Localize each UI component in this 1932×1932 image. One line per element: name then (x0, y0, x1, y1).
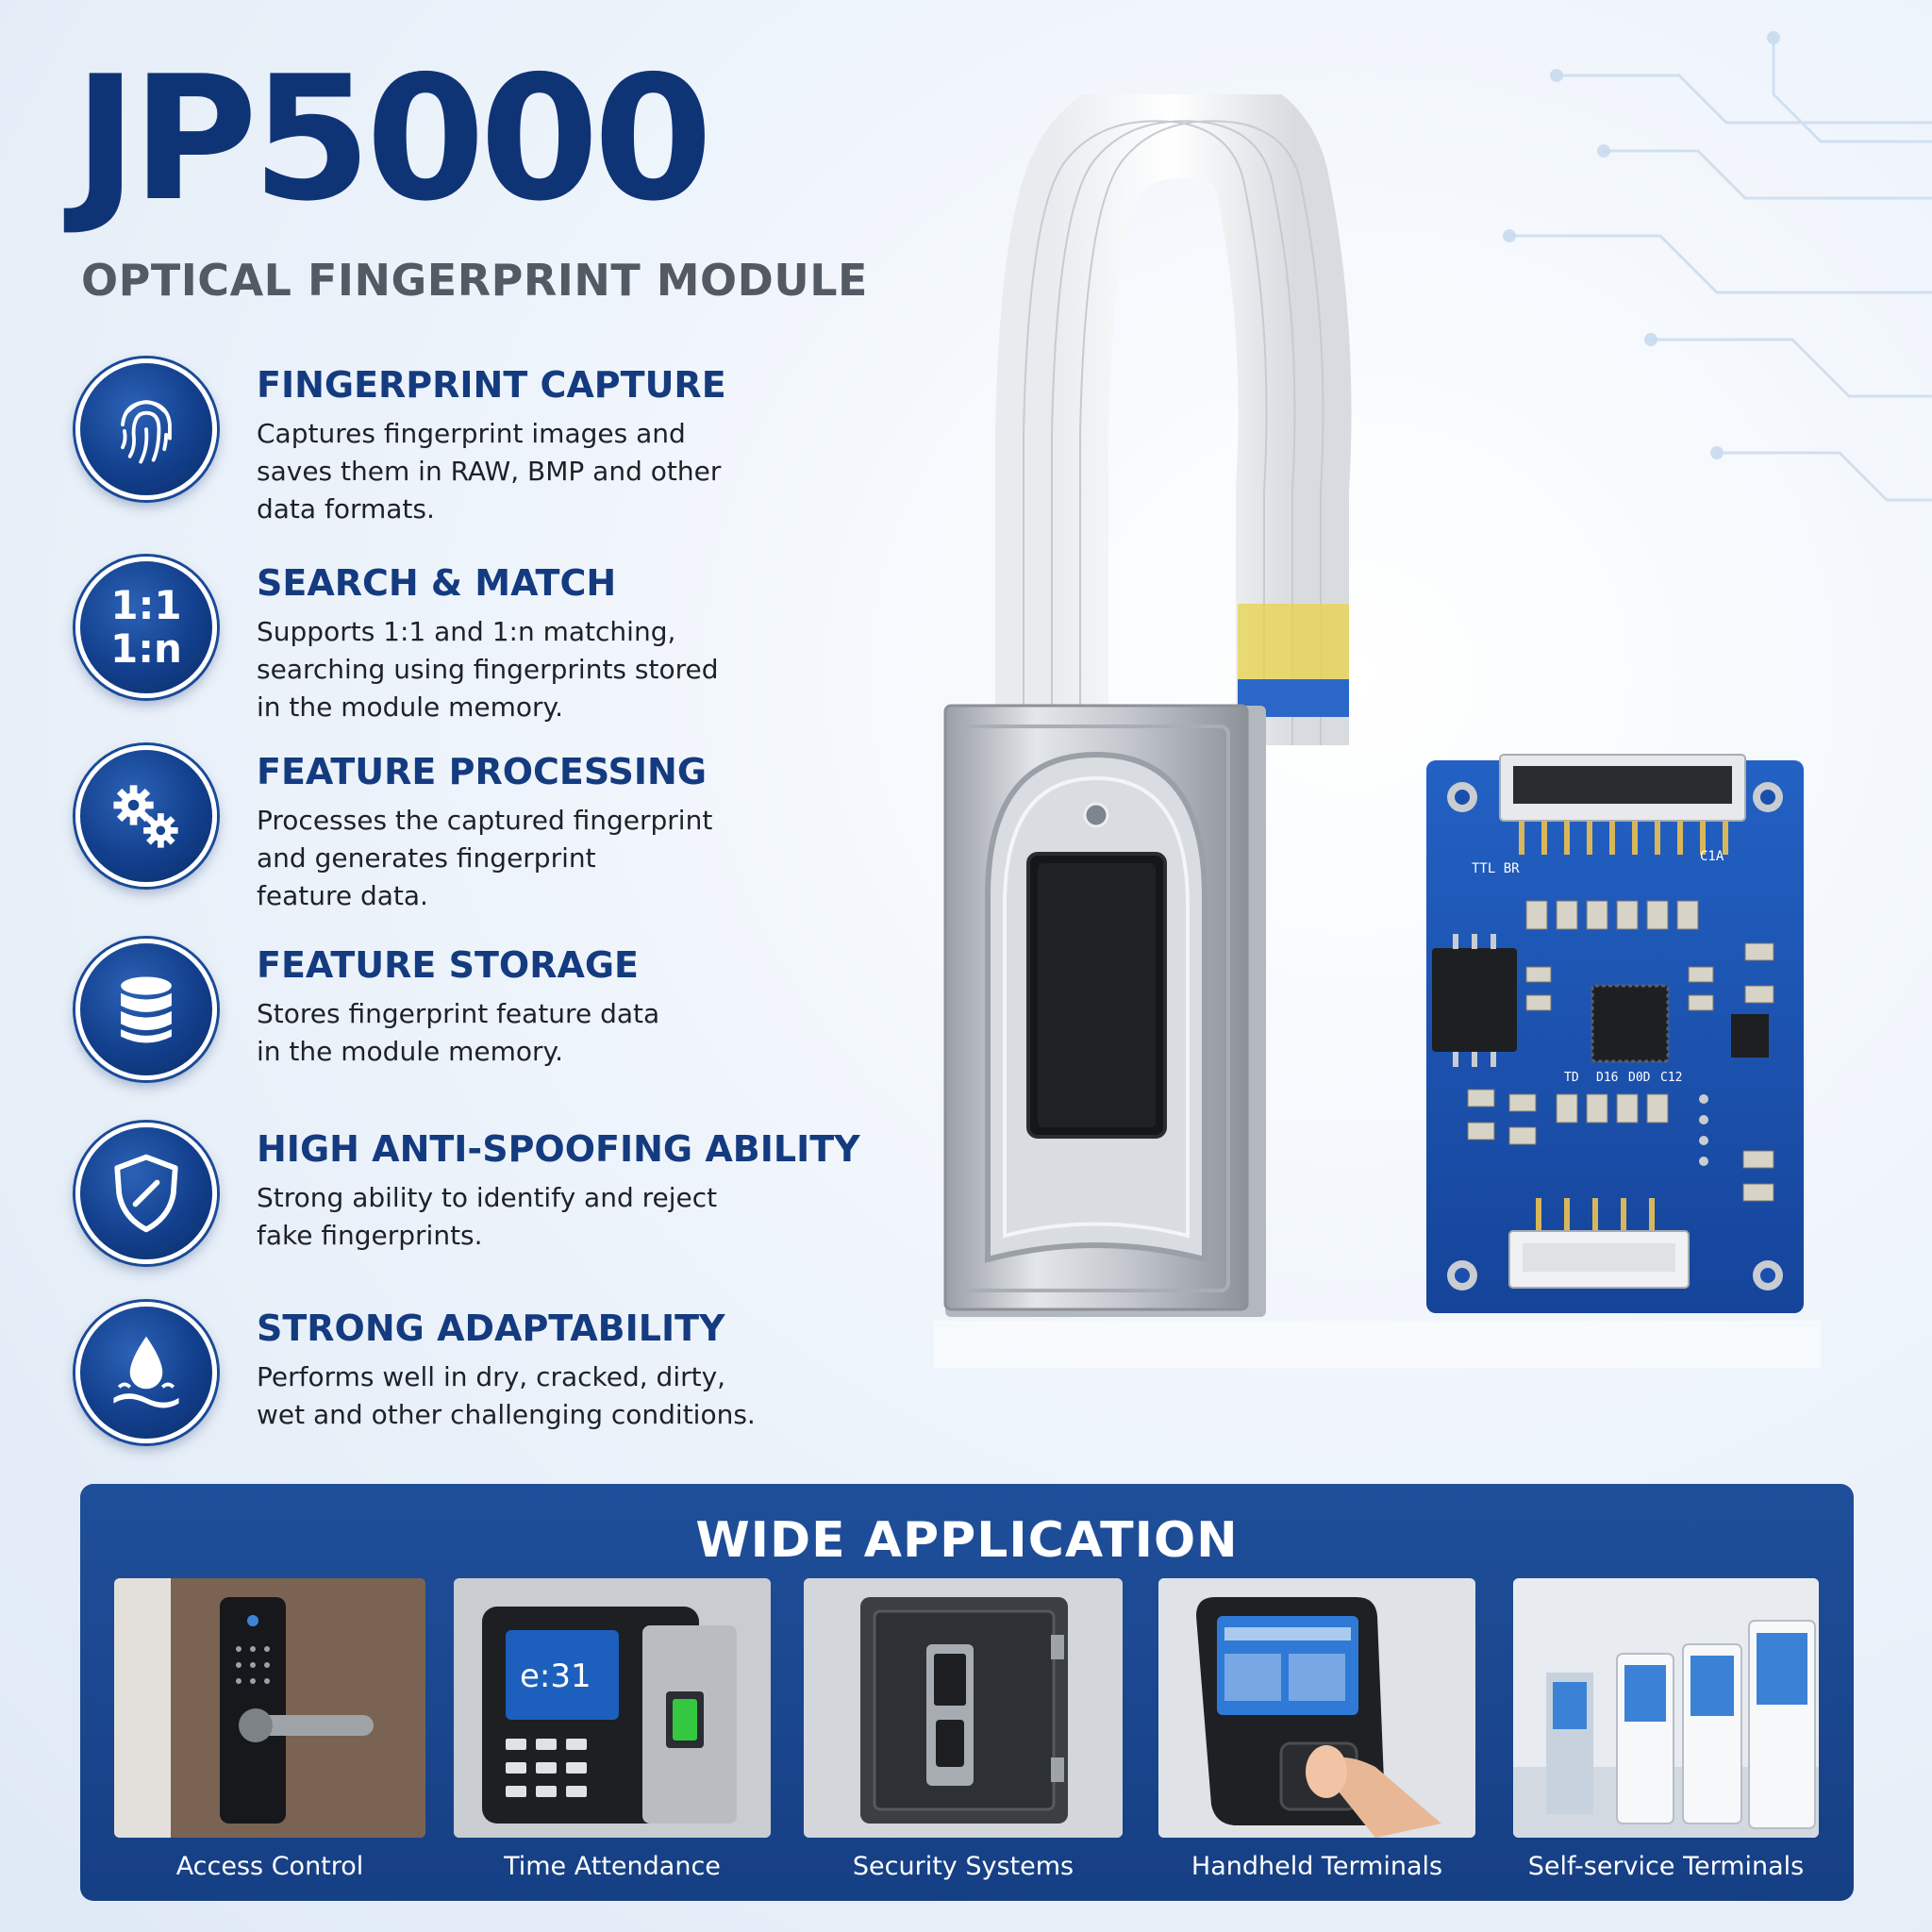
feature-title: FEATURE PROCESSING (257, 751, 708, 792)
application-title: WIDE APPLICATION (695, 1512, 1239, 1569)
pcb-label-d0d: D0D (1628, 1071, 1651, 1085)
application-label-access-control: Access Control (175, 1852, 364, 1881)
optical-sensor (943, 704, 1266, 1317)
feature-title: STRONG ADAPTABILITY (257, 1307, 725, 1349)
product-illustration: TTL BR C1A TD D16 D0D C12 (934, 94, 1821, 1368)
pcb-label-d16: D16 (1596, 1071, 1618, 1085)
pcb-label-ttl: TTL BR (1472, 861, 1520, 876)
application-label-self-service-terminals: Self-service Terminals (1527, 1852, 1805, 1881)
feature-anti-spoofing: HIGH ANTI-SPOOFING ABILITY Strong abilit… (75, 1123, 860, 1283)
database-icon (75, 939, 217, 1080)
application-label-handheld-terminals: Handheld Terminals (1191, 1852, 1443, 1881)
feature-adaptability: STRONG ADAPTABILITY Performs well in dry… (75, 1302, 792, 1462)
ribbon-cable (995, 94, 1352, 745)
pcb-label-c12: C12 (1660, 1071, 1682, 1085)
kiosk-icon (1513, 1578, 1819, 1838)
application-card-time-attendance: e:31 (454, 1578, 771, 1838)
shield-icon (75, 1123, 217, 1264)
feature-description: Captures fingerprint images and saves th… (257, 418, 722, 525)
feature-title: HIGH ANTI-SPOOFING ABILITY (257, 1128, 860, 1170)
application-card-access-control (114, 1578, 425, 1838)
feature-description: Supports 1:1 and 1:n matching, searching… (257, 616, 719, 723)
application-card-handheld-terminals (1158, 1578, 1475, 1838)
water-drop-icon (75, 1302, 217, 1443)
feature-fingerprint-capture: FINGERPRINT CAPTURE Captures fingerprint… (75, 358, 792, 525)
gears-icon (75, 745, 217, 887)
application-card-self-service-terminals (1513, 1578, 1819, 1838)
pcb-label-c1a: C1A (1700, 849, 1724, 864)
feature-title: FEATURE STORAGE (257, 944, 640, 986)
feature-processing: FEATURE PROCESSING Processes the capture… (75, 745, 792, 911)
feature-title: SEARCH & MATCH (257, 562, 617, 604)
ratio-icon: 1:1 1:n (75, 557, 217, 698)
clock-screen-time: e:31 (520, 1657, 591, 1695)
product-title: JP5000 (74, 39, 713, 239)
application-label-security-systems: Security Systems (852, 1852, 1074, 1881)
time-clock-icon: e:31 (454, 1578, 771, 1838)
feature-search-match: 1:1 1:n SEARCH & MATCH Supports 1:1 and … (75, 557, 792, 723)
feature-description: Performs well in dry, cracked, dirty, we… (257, 1361, 756, 1430)
feature-description: Stores fingerprint feature data in the m… (257, 998, 660, 1067)
feature-storage: FEATURE STORAGE Stores fingerprint featu… (75, 939, 792, 1099)
application-label-time-attendance: Time Attendance (504, 1852, 721, 1881)
fingerprint-icon (75, 358, 217, 500)
application-panel: WIDE APPLICATION e:31 (80, 1484, 1854, 1901)
handheld-icon (1158, 1578, 1475, 1838)
pcb-label-td: TD (1564, 1071, 1579, 1085)
safe-icon (804, 1578, 1123, 1838)
pcb-board: TTL BR C1A TD D16 D0D C12 (1426, 754, 1804, 1313)
feature-description: Processes the captured fingerprint and g… (257, 805, 713, 911)
feature-title: FINGERPRINT CAPTURE (257, 364, 726, 406)
door-lock-icon (114, 1578, 425, 1838)
application-card-security-systems (804, 1578, 1123, 1838)
product-subtitle: OPTICAL FINGERPRINT MODULE (81, 255, 868, 306)
feature-description: Strong ability to identify and reject fa… (257, 1182, 718, 1251)
